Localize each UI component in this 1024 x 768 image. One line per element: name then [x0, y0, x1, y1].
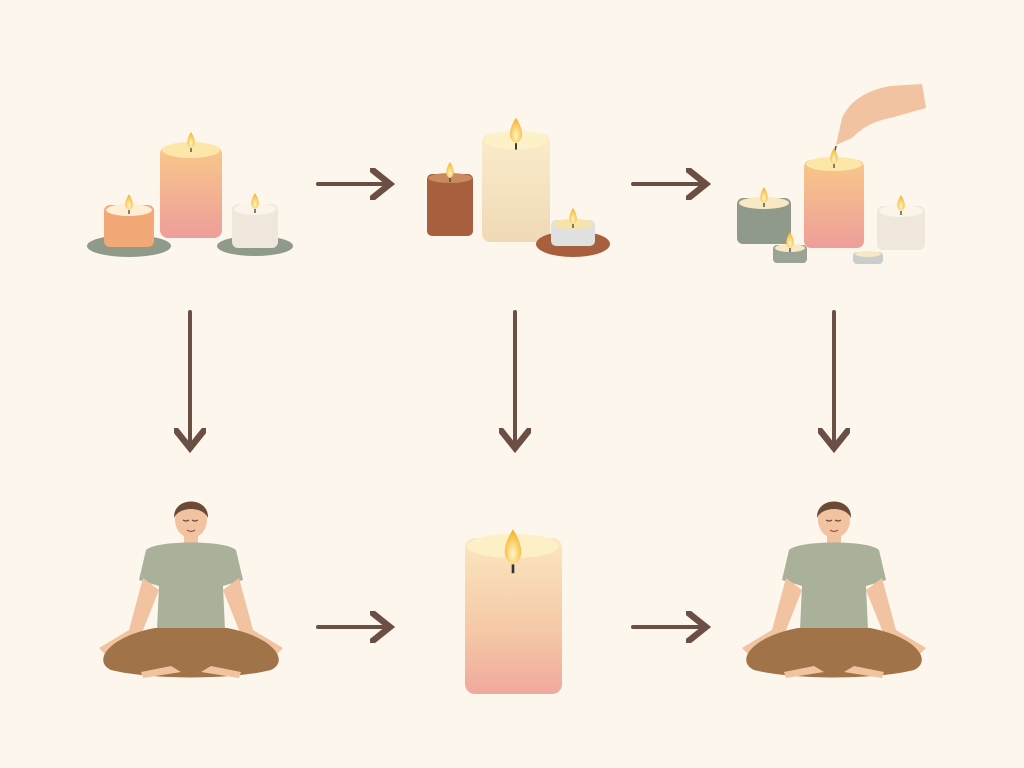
candle-set-1: [87, 131, 293, 257]
candle-icon: [232, 204, 278, 248]
pillar-candle-icon: [482, 134, 550, 242]
hand-icon: [836, 84, 926, 145]
single-candle: [465, 527, 562, 694]
candle-icon: [427, 174, 473, 236]
candle-icon: [104, 205, 154, 247]
arrows: [190, 184, 834, 627]
meditating-person-1: [98, 500, 284, 679]
candle-lighting: [737, 84, 926, 264]
pillar-candle-icon: [804, 160, 864, 248]
pillar-candle-icon: [160, 146, 222, 238]
meditating-person-2: [741, 500, 927, 679]
pillar-candle-icon: [465, 538, 562, 694]
candle-icon: [737, 198, 791, 244]
candle-set-2: [427, 116, 610, 257]
candle-icon: [877, 206, 925, 250]
